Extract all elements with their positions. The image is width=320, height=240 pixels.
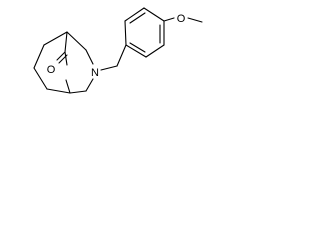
bond xyxy=(33,67,48,90)
bond xyxy=(85,49,94,65)
ether-oxygen-label: O xyxy=(177,13,186,25)
bond xyxy=(100,65,118,71)
bond xyxy=(85,78,94,92)
bond xyxy=(64,31,68,53)
bond xyxy=(124,7,145,22)
bond xyxy=(143,7,165,22)
double-bond xyxy=(56,51,66,61)
amine-nitrogen: N xyxy=(91,67,99,79)
bond xyxy=(116,44,127,67)
bond xyxy=(66,31,87,51)
bond xyxy=(145,44,165,58)
nitrogen-label: N xyxy=(91,67,99,79)
bond xyxy=(65,79,71,94)
bond xyxy=(43,31,68,46)
bond xyxy=(64,51,68,66)
aromatic-inner-bond xyxy=(129,12,146,24)
bond xyxy=(124,20,127,46)
bicyclic-ring xyxy=(33,31,94,94)
molecule-diagram: O N O xyxy=(33,7,203,94)
bond xyxy=(187,17,203,23)
ketone-oxygen-label: O xyxy=(47,64,56,76)
bond xyxy=(46,88,71,94)
bond xyxy=(69,90,87,94)
bond xyxy=(125,44,147,58)
benzyl-group xyxy=(100,44,127,71)
methoxy-group: O xyxy=(163,13,203,25)
bond xyxy=(163,17,175,22)
bond xyxy=(33,44,45,69)
aromatic-inner-bond xyxy=(129,42,146,53)
benzene-ring xyxy=(124,7,165,58)
carbonyl-group: O xyxy=(47,51,68,76)
